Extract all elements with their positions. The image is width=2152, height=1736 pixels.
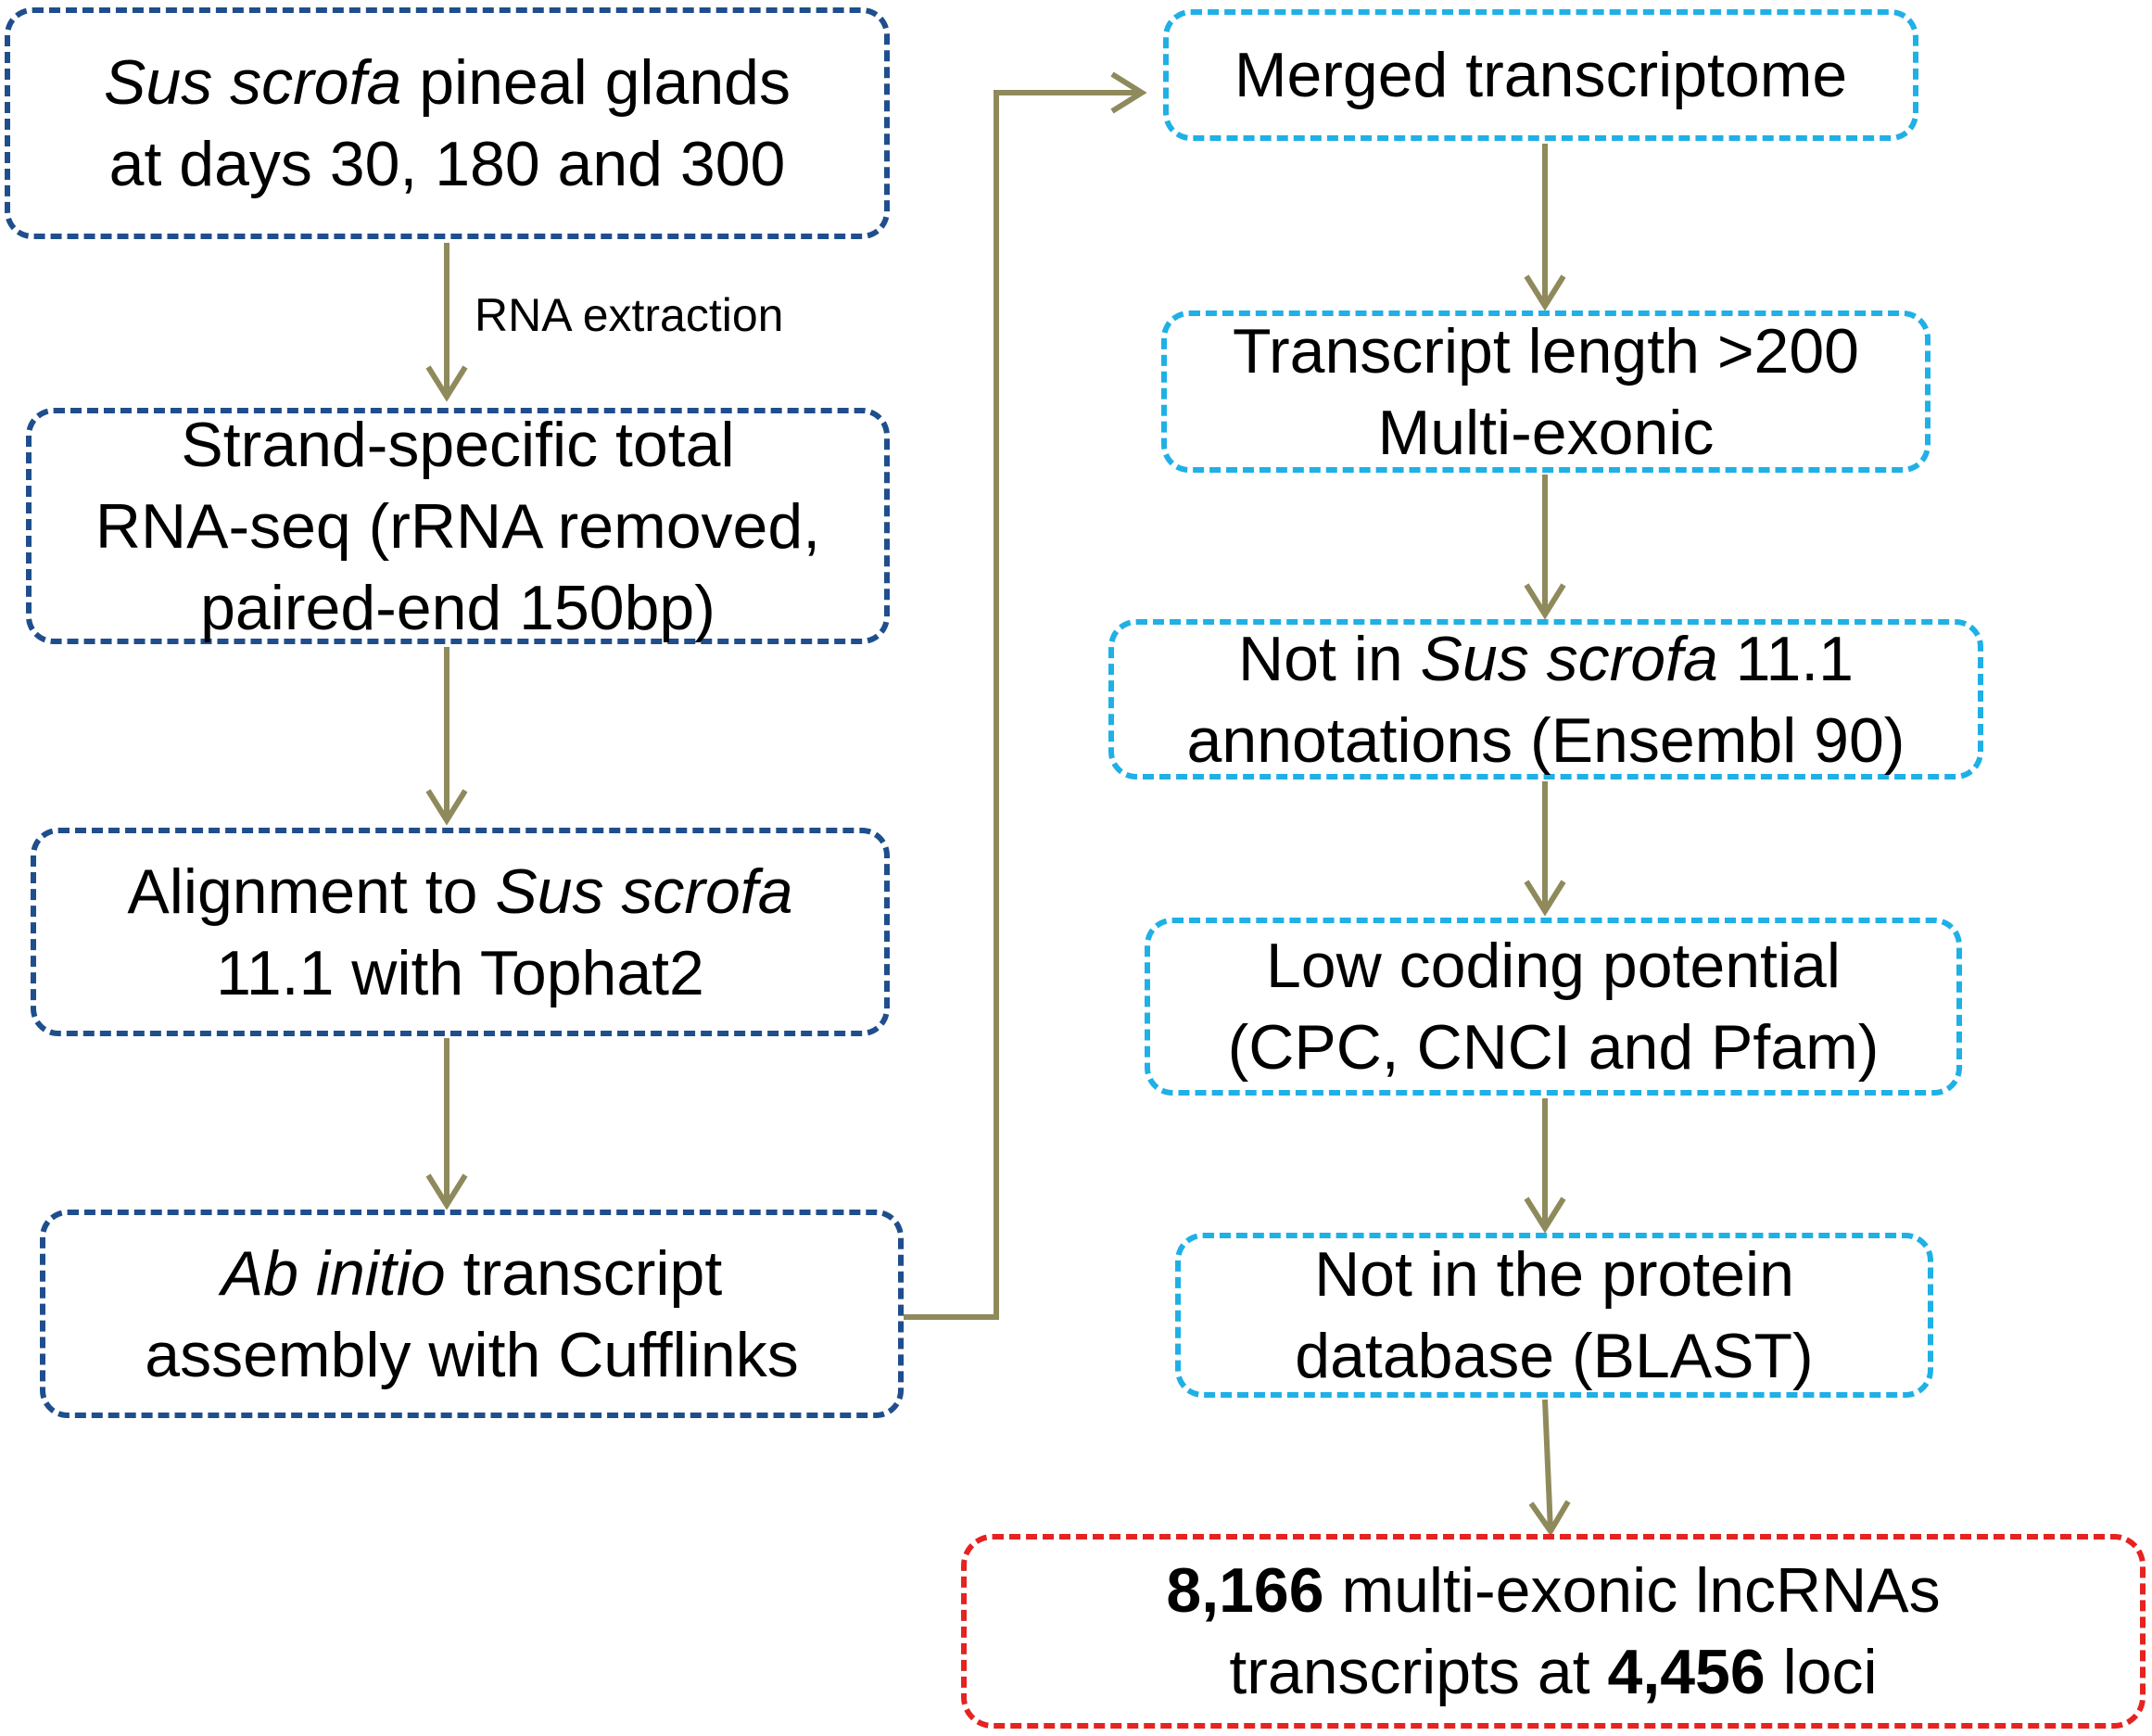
step-annotation-filter: Not in Sus scrofa 11.1 annotations (Ense… — [1108, 619, 1983, 779]
loci-count: 4,456 — [1607, 1637, 1766, 1707]
step-protein-line-2: database (BLAST) — [1295, 1321, 1814, 1391]
connectors — [425, 71, 1571, 1537]
step-annotation-line-2: annotations (Ensembl 90) — [1186, 704, 1905, 776]
species-name: Sus scrofa — [1420, 623, 1718, 694]
step-assembly-line-2: assembly with Cufflinks — [145, 1319, 799, 1390]
step-protein-filter: Not in the protein database (BLAST) — [1175, 1233, 1933, 1398]
step-merged-transcriptome: Merged transcriptome — [1163, 9, 1918, 141]
alignment-text: Alignment to — [127, 855, 496, 927]
method-name: Ab initio — [221, 1237, 446, 1309]
result-text: transcripts at — [1229, 1637, 1608, 1707]
step-rna-seq: Strand-specific total RNA-seq (rRNA remo… — [26, 408, 890, 644]
arrowhead — [425, 365, 468, 402]
transcript-count: 8,166 — [1166, 1555, 1324, 1626]
step-protein-line-1: Not in the protein — [1314, 1239, 1794, 1310]
species-name: Sus scrofa — [495, 855, 793, 927]
step-rna-seq-line-1: Strand-specific total — [181, 409, 735, 480]
annotation-text: Not in — [1238, 623, 1421, 694]
arrowhead — [1524, 880, 1566, 917]
step-merged-line-1: Merged transcriptome — [1234, 40, 1848, 110]
arrowhead — [425, 789, 468, 826]
step-assembly: Ab initio transcript assembly with Cuffl… — [40, 1210, 904, 1418]
annotation-version: 11.1 — [1717, 623, 1854, 694]
step-coding-line-2: (CPC, CNCI and Pfam) — [1227, 1012, 1880, 1083]
arrowhead — [1524, 583, 1566, 620]
sample-text: pineal glands — [401, 47, 791, 118]
rna-extraction-label: RNA extraction — [475, 289, 784, 341]
step-length-line-2: Multi-exonic — [1377, 397, 1715, 468]
arrowhead — [425, 1173, 468, 1210]
arrowhead — [1524, 1197, 1566, 1234]
result-line-1: 8,166 multi-exonic lncRNAs — [1166, 1550, 1940, 1631]
arrow-step9-to-result — [1542, 1399, 1553, 1532]
result-text: multi-exonic lncRNAs — [1323, 1555, 1941, 1626]
step-alignment-line-1: Alignment to Sus scrofa — [127, 851, 792, 932]
arrowhead — [1528, 1500, 1571, 1537]
species-name: Sus scrofa — [104, 47, 402, 118]
step-sample-collection: Sus scrofa pineal glands at days 30, 180… — [5, 7, 890, 239]
step-length-filter: Transcript length >200 Multi-exonic — [1161, 310, 1930, 473]
result-box: 8,166 multi-exonic lncRNAs transcripts a… — [961, 1534, 2146, 1729]
step-sample-line-2: at days 30, 180 and 300 — [108, 129, 786, 199]
step-sample-line-1: Sus scrofa pineal glands — [104, 42, 791, 123]
arrowhead — [1524, 274, 1566, 311]
step-coding-line-1: Low coding potential — [1265, 931, 1841, 1001]
arrowhead — [1110, 71, 1147, 114]
assembly-text: transcript — [445, 1237, 723, 1309]
step-assembly-line-1: Ab initio transcript — [145, 1233, 798, 1314]
result-line-2: transcripts at 4,456 loci — [1166, 1631, 1940, 1713]
step-alignment-line-2: 11.1 with Tophat2 — [216, 937, 704, 1008]
step-alignment: Alignment to Sus scrofa 11.1 with Tophat… — [31, 828, 890, 1036]
step-rna-seq-line-2: RNA-seq (rRNA removed, — [95, 490, 821, 562]
arrow-step4-to-step5 — [904, 90, 1142, 1320]
result-text: loci — [1765, 1637, 1878, 1707]
step-rna-seq-line-3: paired-end 150bp) — [200, 572, 715, 643]
step-annotation-line-1: Not in Sus scrofa 11.1 — [1187, 618, 1905, 700]
step-coding-potential: Low coding potential (CPC, CNCI and Pfam… — [1145, 918, 1962, 1096]
step-length-line-1: Transcript length >200 — [1233, 315, 1859, 386]
